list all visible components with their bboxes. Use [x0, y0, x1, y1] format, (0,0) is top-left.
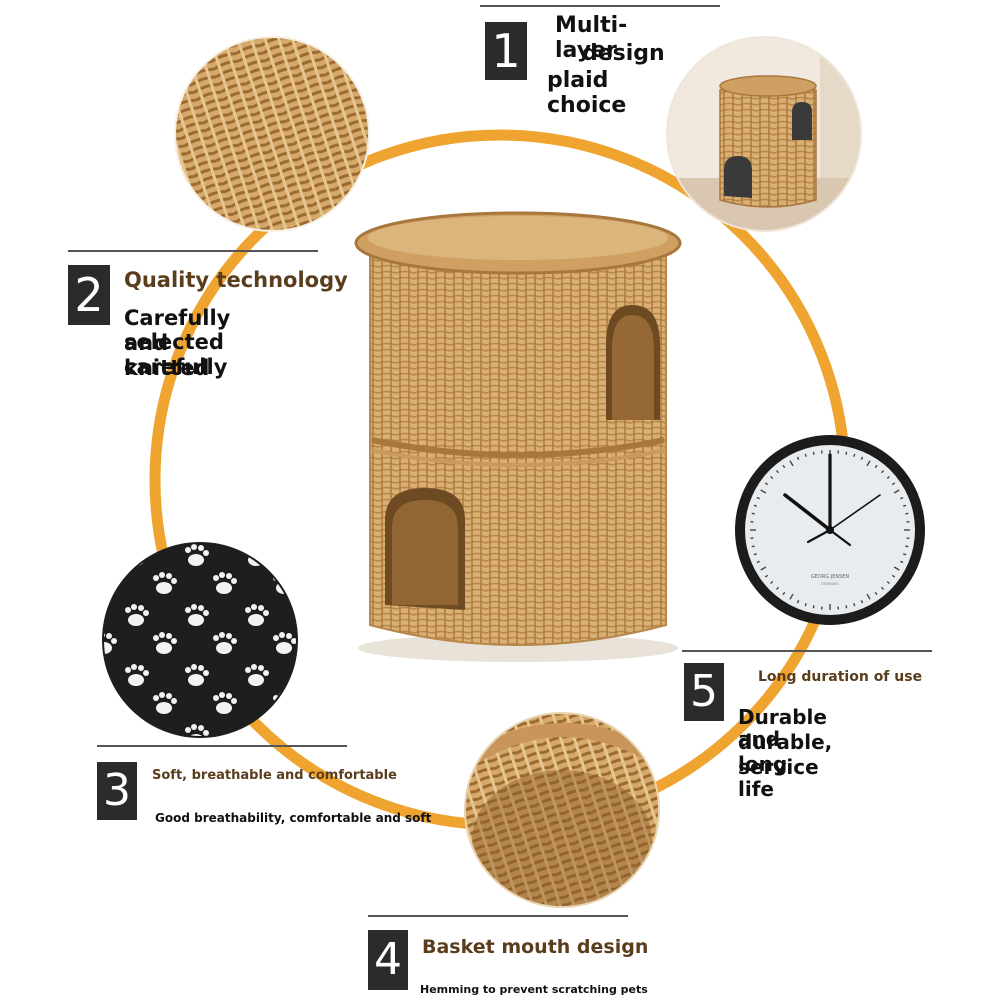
clock-tick: [860, 456, 864, 460]
clock-tick: [905, 545, 909, 548]
clock-tick: [760, 566, 767, 571]
clock-tick: [886, 475, 890, 479]
feature-number-badge: 2: [68, 265, 110, 325]
clock-tick: [874, 591, 878, 596]
clock-tick: [886, 581, 890, 585]
clock-tick: [893, 489, 900, 494]
clock-tick: [804, 453, 807, 457]
wall-clock-image: GEORG JENSEN DENMARK: [735, 435, 925, 625]
clock-tick: [751, 545, 755, 548]
feature-2-line-1: Carefully selected: [124, 306, 231, 354]
clock-tick: [881, 470, 885, 474]
clock-tick: [775, 586, 779, 590]
clock-tick: [845, 451, 848, 455]
clock-tick: [866, 593, 871, 600]
clock-tick: [753, 553, 757, 556]
basket-mouth-closeup-image: [464, 712, 660, 908]
feature-5-line-3: service life: [738, 755, 819, 802]
divider-rule: [480, 5, 720, 7]
paw-print-cushion-image: [102, 542, 298, 738]
clock-tick: [770, 475, 774, 479]
feature-3-detail: Good breathability, comfortable and soft: [155, 811, 432, 825]
clock-tick: [881, 586, 885, 590]
clock-tick: [789, 593, 794, 600]
clock-tick: [812, 451, 815, 455]
clock-origin-text: DENMARK: [821, 582, 839, 586]
feature-5-title: Long duration of use: [758, 669, 923, 685]
clock-tick: [775, 470, 779, 474]
feature-2-title: Quality technology: [124, 268, 348, 292]
clock-tick: [770, 581, 774, 585]
feature-4-title: Basket mouth design: [422, 936, 649, 958]
feature-number-badge: 5: [684, 663, 724, 721]
feature-5-line-1: Durable and: [738, 705, 827, 752]
clock-tick: [903, 504, 907, 507]
divider-rule: [97, 745, 347, 747]
divider-rule: [368, 915, 628, 917]
clock-tick: [812, 605, 815, 609]
clock-tick: [753, 504, 757, 507]
clock-tick: [789, 460, 794, 467]
clock-tick: [903, 553, 907, 556]
clock-tick: [853, 603, 856, 607]
feature-2-line-3: knitted: [124, 356, 210, 380]
feature-1-line-3: plaid choice: [547, 68, 627, 118]
clock-tick: [860, 600, 864, 604]
clock-tick: [764, 482, 769, 486]
clock-tick: [905, 512, 909, 515]
clock-brand-text: GEORG JENSEN: [811, 574, 850, 580]
clock-tick: [751, 512, 755, 515]
clock-tick: [782, 591, 786, 596]
clock-tick: [764, 574, 769, 578]
clock-tick: [866, 460, 871, 467]
feature-1-line-2: design: [582, 41, 665, 66]
feature-4-detail: Hemming to prevent scratching pets: [420, 983, 648, 996]
divider-rule: [682, 650, 932, 652]
clock-tick: [893, 566, 900, 571]
feature-5-line-2: durable, long: [738, 730, 833, 777]
weave-closeup-image: [174, 36, 370, 232]
divider-rule: [68, 250, 318, 252]
clock-tick: [874, 464, 878, 469]
clock-tick: [782, 464, 786, 469]
clock-tick: [796, 600, 800, 604]
clock-tick: [845, 605, 848, 609]
clock-tick: [891, 482, 896, 486]
clock-tick: [804, 603, 807, 607]
clock-tick: [756, 560, 760, 564]
clock-tick: [760, 489, 767, 494]
tower-room-photo: [666, 36, 862, 232]
clock-tick: [900, 560, 904, 564]
feature-number-badge: 1: [485, 22, 527, 80]
clock-tick: [891, 574, 896, 578]
clock-tick: [796, 456, 800, 460]
clock-tick: [900, 496, 904, 500]
feature-number-badge: 3: [97, 762, 137, 820]
feature-3-title: Soft, breathable and comfortable: [152, 768, 397, 783]
feature-1-line-1: Multi-layer: [555, 13, 628, 63]
clock-tick: [853, 453, 856, 457]
feature-2-line-2: and carefully: [124, 331, 228, 379]
clock-tick: [756, 496, 760, 500]
wicker-cat-tower-image: [354, 211, 682, 662]
feature-number-badge: 4: [368, 930, 408, 990]
